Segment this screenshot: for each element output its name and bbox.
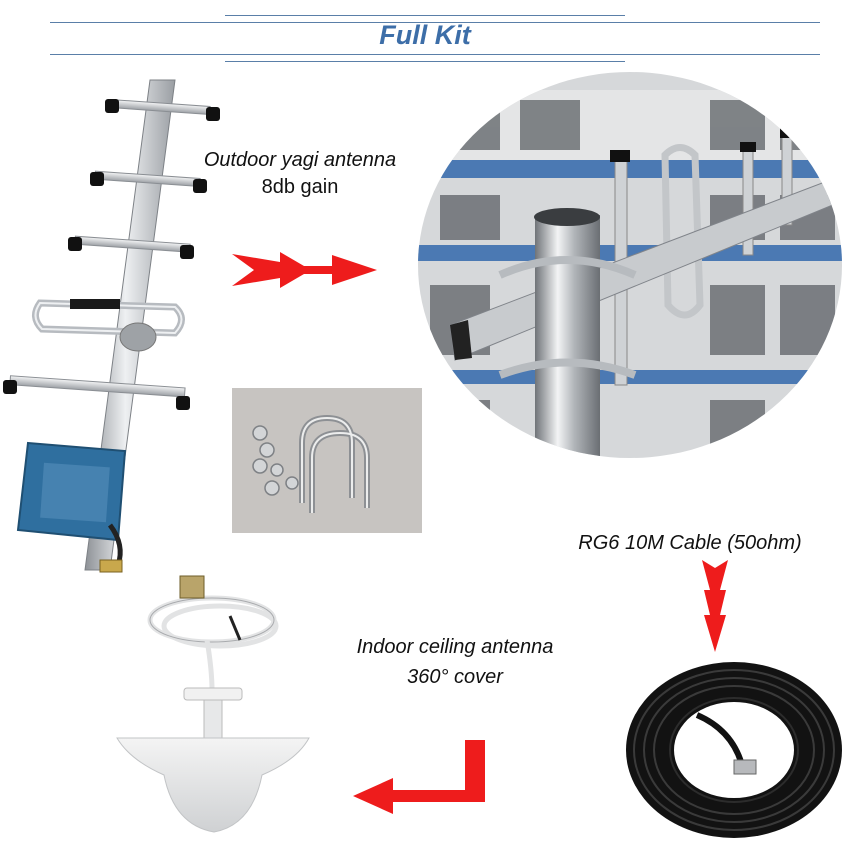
coax-cable-coil-icon bbox=[626, 662, 842, 838]
indoor-antenna-title: Indoor ceiling antenna bbox=[356, 636, 554, 658]
indoor-antenna-caption: Indoor ceiling antenna 360° cover bbox=[315, 632, 595, 692]
cable-caption: RG6 10M Cable (50ohm) bbox=[578, 532, 802, 554]
mounted-antenna-photo bbox=[418, 72, 842, 458]
page-title: Full Kit bbox=[379, 20, 471, 50]
red-arrow-icon bbox=[232, 252, 377, 288]
ceiling-antenna-icon bbox=[116, 575, 310, 833]
header-rule-upper bbox=[50, 22, 820, 23]
outdoor-antenna-caption: Outdoor yagi antenna 8db gain bbox=[165, 147, 435, 201]
red-arrow-icon bbox=[702, 560, 728, 652]
outdoor-antenna-title: Outdoor yagi antenna bbox=[203, 149, 397, 171]
header-rule-top bbox=[225, 15, 625, 16]
indoor-antenna-coverage: 360° cover bbox=[407, 666, 503, 688]
red-arrow-icon bbox=[353, 740, 485, 814]
outdoor-antenna-gain: 8db gain bbox=[261, 176, 339, 198]
u-bolt-kit-photo bbox=[232, 388, 422, 533]
header-rule-bottom bbox=[225, 61, 625, 62]
yagi-antenna-icon bbox=[3, 79, 220, 573]
header-rule-lower bbox=[50, 54, 820, 55]
